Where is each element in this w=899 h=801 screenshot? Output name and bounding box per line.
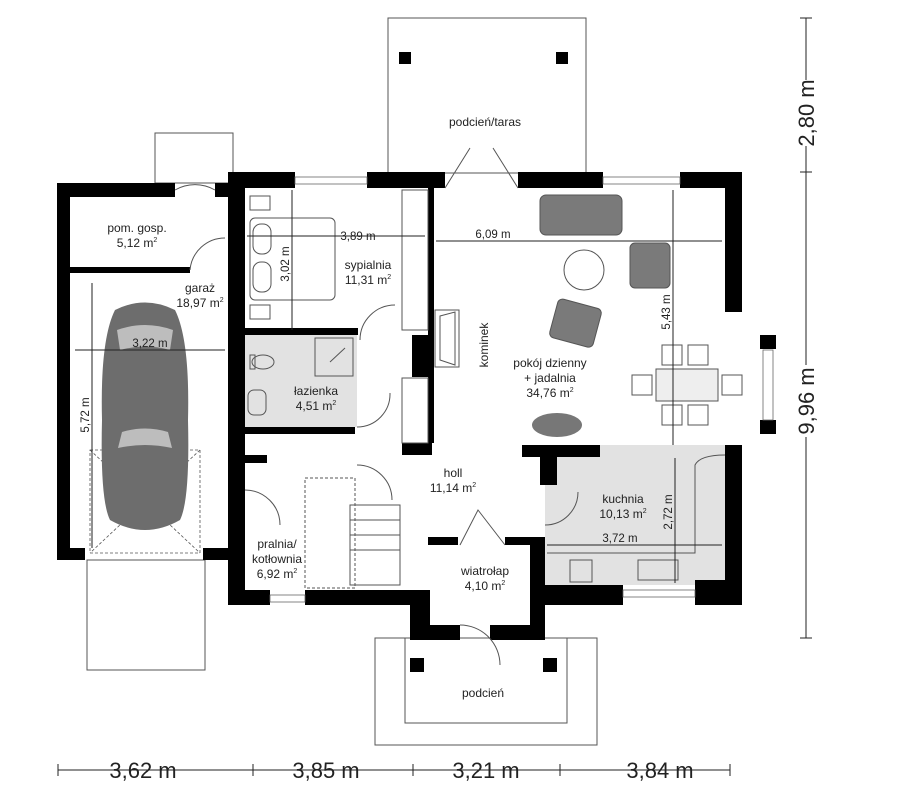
dim-right-1: 2,80 m [794, 79, 819, 146]
room-label-kominek: kominek [477, 322, 491, 368]
room-label-kuchnia: kuchnia [602, 492, 644, 506]
dim-bottom-3: 3,21 m [452, 758, 519, 783]
armchair-icon [549, 298, 602, 348]
room-area-holl: 11,14 m2 [430, 481, 476, 495]
wardrobe [401, 189, 429, 331]
room-area-pokoj: 34,76 m2 [526, 386, 573, 400]
sink-icon [247, 389, 267, 416]
dim-pokoj-depth: 5,43 m [661, 294, 673, 329]
room-area-lazienka: 4,51 m2 [296, 399, 337, 413]
wardrobe-hall [401, 377, 429, 444]
room-label-lazienka: łazienka [294, 384, 338, 398]
car-icon [101, 302, 189, 530]
annex-outline [154, 132, 234, 184]
dim-kuchnia-width: 3,72 m [602, 533, 637, 545]
room-label-pralnia-2: kotłownia [252, 552, 302, 566]
doors [174, 147, 579, 666]
room-label-pom-gosp: pom. gosp. [107, 221, 166, 235]
room-label-pokoj-2: + jadalnia [524, 371, 576, 385]
room-area-wiatrolap: 4,10 m2 [465, 579, 506, 593]
room-area-kuchnia: 10,13 m2 [599, 507, 646, 521]
room-label-pokoj-1: pokój dzienny [513, 356, 586, 370]
kitchen-counter [547, 454, 726, 583]
room-label-garaz: garaż [185, 281, 215, 295]
dim-garaz-length: 5,72 m [80, 397, 92, 432]
windows [269, 176, 774, 603]
dim-sypialnia-depth: 3,02 m [280, 246, 292, 281]
room-area-pralnia: 6,92 m2 [257, 567, 298, 581]
stairs-icon [304, 477, 401, 589]
toilet-icon [249, 354, 275, 370]
room-label-wiatrolap: wiatrołap [460, 564, 509, 578]
room-label-podcien: podcień [462, 686, 504, 700]
room-area-pom-gosp: 5,12 m2 [117, 236, 158, 250]
dim-right-2: 9,96 m [794, 367, 819, 434]
dim-kuchnia-depth: 2,72 m [663, 494, 675, 529]
dim-sypialnia-width: 3,89 m [340, 231, 375, 243]
dim-bottom-2: 3,85 m [292, 758, 359, 783]
porch-outline [374, 637, 598, 746]
coffee-table [563, 249, 605, 291]
fireplace-icon [434, 309, 460, 368]
dim-bottom-4: 3,84 m [626, 758, 693, 783]
dim-garaz-width: 3,22 m [132, 338, 167, 350]
dining-table [631, 344, 743, 426]
garage-apron [86, 559, 206, 671]
room-label-holl: holl [444, 466, 463, 480]
plant-icon [532, 413, 582, 437]
lazienka-floor [245, 335, 357, 427]
room-area-garaz: 18,97 m2 [176, 296, 223, 310]
dim-pokoj-width: 6,09 m [475, 229, 510, 241]
room-label-pralnia-1: pralnia/ [257, 537, 297, 551]
terrace-outline [387, 17, 587, 174]
room-label-sypialnia: sypialnia [345, 258, 392, 272]
room-label-taras: podcień/taras [449, 115, 521, 129]
sofa-icon [539, 194, 623, 236]
room-area-sypialnia: 11,31 m2 [345, 273, 391, 287]
dim-bottom-1: 3,62 m [109, 758, 176, 783]
armchair-icon [629, 242, 671, 289]
walls [57, 172, 776, 640]
shower-icon [314, 337, 354, 377]
